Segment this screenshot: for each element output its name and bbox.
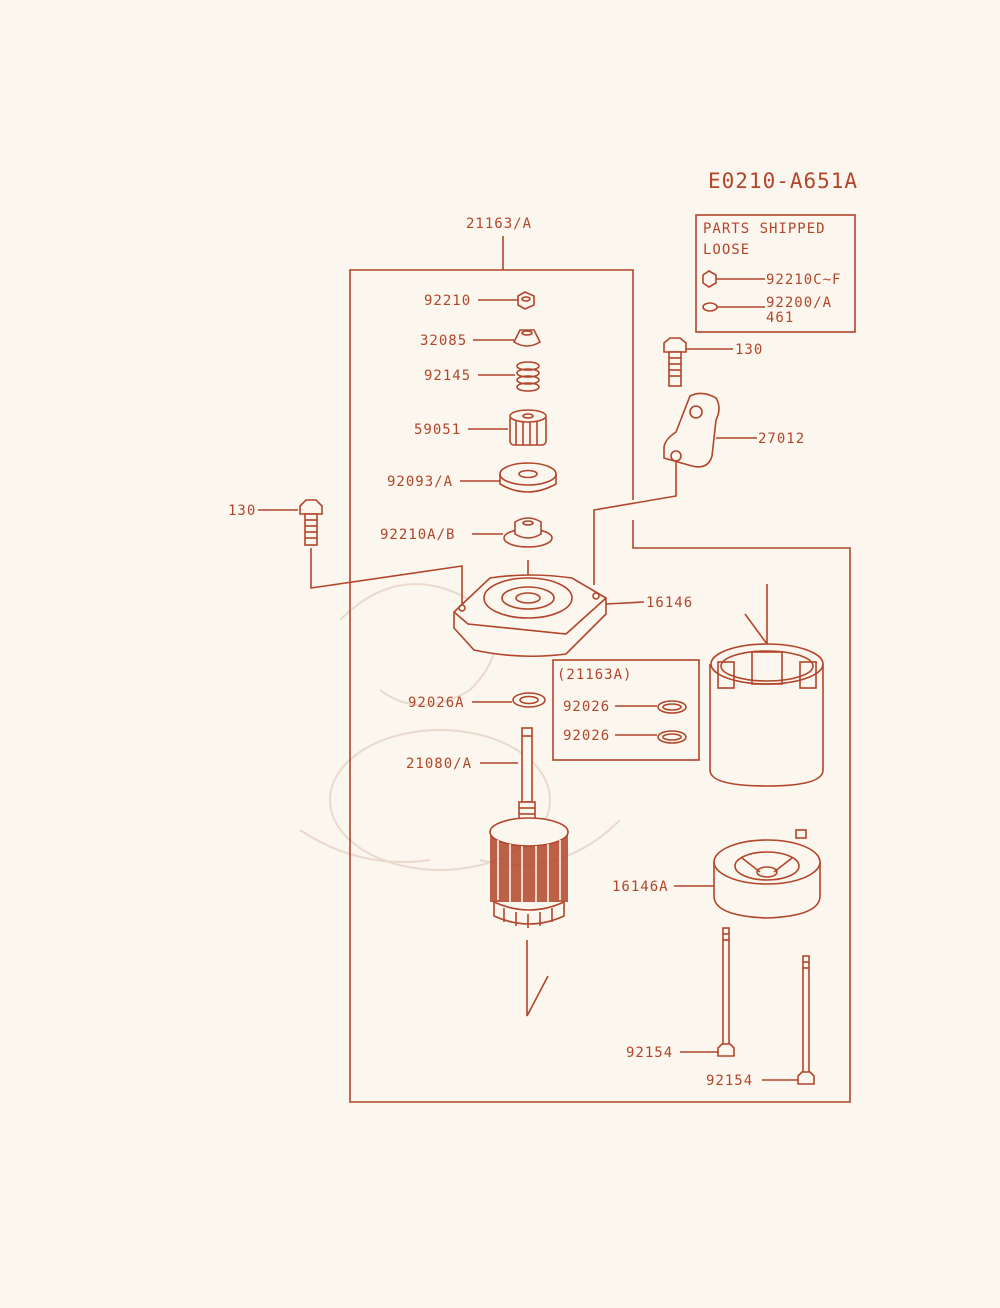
washer-kit-item-2: 92026: [563, 728, 610, 744]
part-16146: 16146: [453, 574, 693, 658]
svg-text:92154: 92154: [706, 1073, 753, 1089]
svg-text:92210A/B: 92210A/B: [380, 527, 455, 543]
loose-box-title-2: LOOSE: [703, 242, 750, 258]
part-92210: 92210: [424, 291, 535, 310]
loose-parts-box: PARTS SHIPPED LOOSE 92210C~F 92200/A 461: [695, 214, 856, 333]
svg-text:32085: 32085: [420, 333, 467, 349]
part-59051: 59051: [414, 409, 547, 446]
svg-text:16146: 16146: [646, 595, 693, 611]
svg-text:130: 130: [735, 342, 763, 358]
assembly-label: 21163/A: [466, 216, 532, 232]
loose-item-nut: 92210C~F: [766, 272, 841, 288]
svg-text:92026A: 92026A: [408, 695, 465, 711]
part-130-right: 130: [663, 337, 763, 387]
svg-text:92210: 92210: [424, 293, 471, 309]
part-92026a: 92026A: [408, 692, 546, 711]
washer-kit-title: (21163A): [557, 667, 632, 683]
washer-kit-item-1: 92026: [563, 699, 610, 715]
part-32085: 32085: [420, 329, 542, 349]
part-130-left: 130: [228, 499, 463, 606]
svg-text:92145: 92145: [424, 368, 471, 384]
svg-text:21080/A: 21080/A: [406, 756, 472, 772]
part-16146a: 16146A: [612, 829, 821, 919]
svg-text:130: 130: [228, 503, 256, 519]
svg-text:27012: 27012: [758, 431, 805, 447]
assembly-outline: 21163/A: [349, 216, 851, 1103]
svg-text:92154: 92154: [626, 1045, 673, 1061]
loose-item-461: 461: [766, 310, 794, 326]
loose-item-washer: 92200/A: [766, 295, 832, 311]
part-92210ab: 92210A/B: [380, 517, 553, 585]
part-92145: 92145: [424, 361, 540, 392]
svg-text:59051: 59051: [414, 422, 461, 438]
part-92093: 92093/A: [387, 462, 557, 493]
part-27012: 27012: [593, 392, 805, 585]
svg-text:92093/A: 92093/A: [387, 474, 453, 490]
part-92154-a: 92154: [626, 927, 735, 1061]
washer-kit-box: (21163A) 92026 92026: [552, 659, 700, 761]
part-21080: 21080/A: [406, 727, 569, 1017]
part-92154-b: 92154: [706, 955, 815, 1089]
loose-box-title-1: PARTS SHIPPED: [703, 221, 826, 237]
svg-text:16146A: 16146A: [612, 879, 669, 895]
diagram-code: E0210-A651A: [708, 169, 858, 193]
yoke-housing: [709, 584, 824, 787]
